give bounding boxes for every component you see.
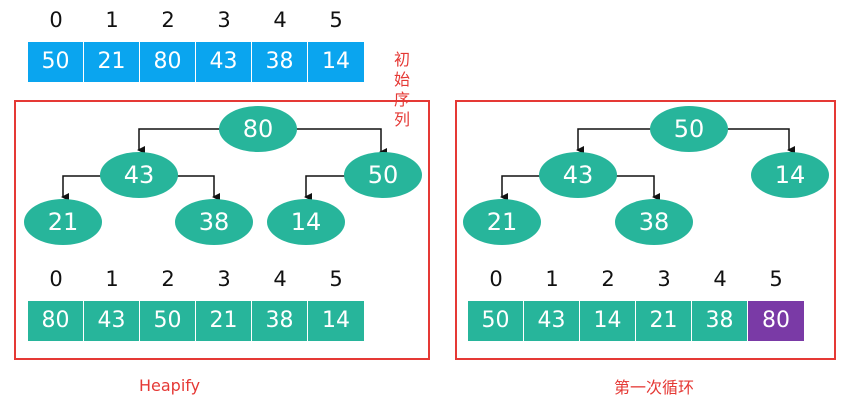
loop-cell-5-sorted: 80 bbox=[748, 301, 804, 341]
heapify-node-left: 43 bbox=[100, 152, 178, 198]
loop-cell-4: 38 bbox=[692, 301, 748, 341]
initial-cell-0: 50 bbox=[28, 42, 84, 82]
loop-node-left-right: 38 bbox=[615, 199, 693, 245]
initial-cell-1: 21 bbox=[84, 42, 140, 82]
heapify-node-right-left: 14 bbox=[267, 199, 345, 245]
heapify-panel bbox=[14, 100, 430, 360]
heapify-cell-4: 38 bbox=[252, 301, 308, 341]
loop-node-left-left: 21 bbox=[463, 199, 541, 245]
loop-edge-root-right bbox=[727, 128, 795, 154]
initial-sequence-label: 初始序列 bbox=[394, 50, 411, 129]
heapify-node-left-left: 21 bbox=[24, 199, 102, 245]
loop-index-2: 2 bbox=[601, 267, 615, 291]
loop-index-0: 0 bbox=[489, 267, 503, 291]
heapify-cell-2: 50 bbox=[140, 301, 196, 341]
heapify-edge-right-rightleft bbox=[304, 175, 345, 201]
loop-index-4: 4 bbox=[713, 267, 727, 291]
loop-node-right: 14 bbox=[751, 152, 829, 198]
heapify-cell-0: 80 bbox=[28, 301, 84, 341]
heapify-node-left-right: 38 bbox=[175, 199, 253, 245]
loop-index-5: 5 bbox=[769, 267, 783, 291]
heapify-cell-1: 43 bbox=[84, 301, 140, 341]
loop-cell-1: 43 bbox=[524, 301, 580, 341]
heapify-index-3: 3 bbox=[217, 267, 231, 291]
loop-node-left: 43 bbox=[539, 152, 617, 198]
heapify-edge-left-leftleft bbox=[61, 175, 101, 201]
initial-index-5: 5 bbox=[329, 8, 343, 32]
loop-cell-3: 21 bbox=[636, 301, 692, 341]
heapify-cell-3: 21 bbox=[196, 301, 252, 341]
initial-cell-4: 38 bbox=[252, 42, 308, 82]
first-loop-caption: 第一次循环 bbox=[614, 378, 695, 397]
initial-cell-5: 14 bbox=[308, 42, 364, 82]
heapify-index-4: 4 bbox=[273, 267, 287, 291]
initial-cell-2: 80 bbox=[140, 42, 196, 82]
loop-edge-root-left bbox=[576, 128, 651, 154]
heapify-edge-left-leftright bbox=[177, 175, 220, 201]
loop-cell-2: 14 bbox=[580, 301, 636, 341]
heapify-edge-root-left bbox=[137, 128, 220, 154]
heapify-edge-root-right bbox=[296, 128, 387, 156]
loop-index-1: 1 bbox=[545, 267, 559, 291]
initial-cell-3: 43 bbox=[196, 42, 252, 82]
heapify-index-5: 5 bbox=[329, 267, 343, 291]
heapify-caption: Heapify bbox=[139, 376, 201, 395]
initial-index-2: 2 bbox=[161, 8, 175, 32]
heapify-node-root: 80 bbox=[219, 106, 297, 152]
initial-index-0: 0 bbox=[49, 8, 63, 32]
initial-index-3: 3 bbox=[217, 8, 231, 32]
loop-index-3: 3 bbox=[657, 267, 671, 291]
loop-cell-0: 50 bbox=[468, 301, 524, 341]
heapify-index-2: 2 bbox=[161, 267, 175, 291]
heapify-index-0: 0 bbox=[49, 267, 63, 291]
initial-index-1: 1 bbox=[105, 8, 119, 32]
heapify-node-right: 50 bbox=[344, 152, 422, 198]
first-loop-panel bbox=[455, 100, 836, 360]
initial-index-4: 4 bbox=[273, 8, 287, 32]
loop-edge-left-leftleft bbox=[500, 175, 540, 201]
heapify-cell-5: 14 bbox=[308, 301, 364, 341]
loop-edge-left-leftright bbox=[616, 175, 660, 201]
loop-node-root: 50 bbox=[650, 106, 728, 152]
heapify-index-1: 1 bbox=[105, 267, 119, 291]
